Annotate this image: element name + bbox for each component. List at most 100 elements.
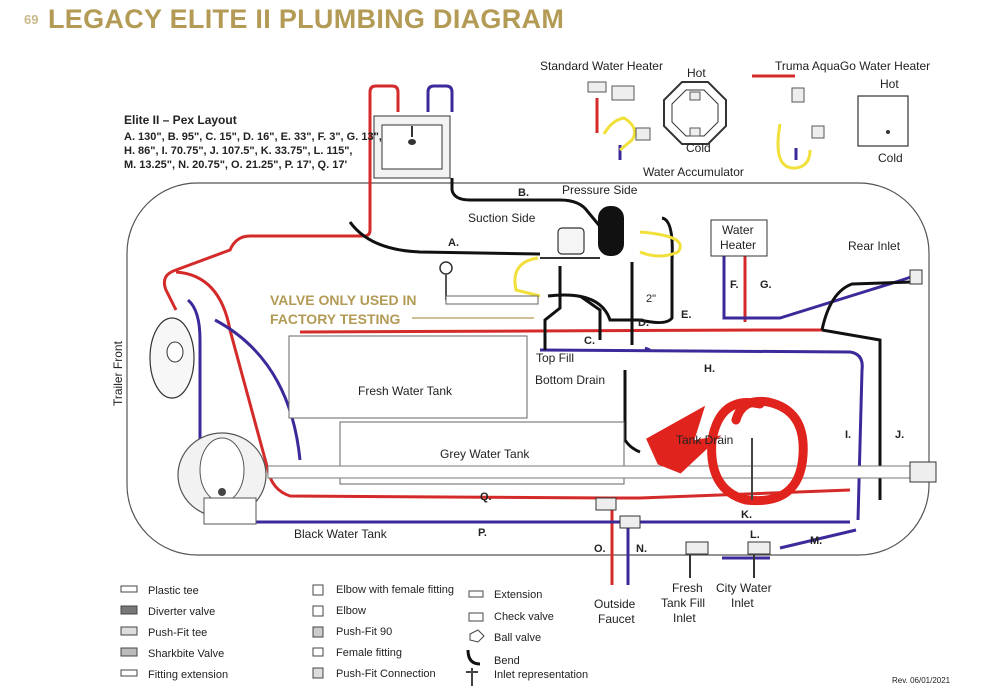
water-heater-label-2: Heater: [720, 238, 756, 252]
factory-test-valve: [439, 261, 539, 305]
fresh-tank-label: Fresh Water Tank: [358, 384, 453, 398]
diverter-valve-icon: [120, 605, 138, 615]
line-label-e: E.: [681, 309, 691, 321]
truma-hot-label: Hot: [880, 77, 899, 91]
fresh-fill-inlet-fitting: [685, 541, 709, 555]
water-accumulator-tank: [598, 206, 624, 256]
line-label-l: L.: [750, 529, 760, 541]
water-pump: [540, 227, 600, 259]
standard-water-heater-label: Standard Water Heater: [540, 59, 663, 73]
truma-water-heater-label: Truma AquaGo Water Heater: [775, 59, 930, 73]
trailer-front-label: Trailer Front: [111, 340, 125, 406]
pressure-side-label: Pressure Side: [562, 183, 638, 197]
city-inlet-label-1: City Water: [716, 581, 772, 595]
black-tank-label: Black Water Tank: [294, 527, 388, 541]
revision-label: Rev. 06/01/2021: [892, 676, 951, 685]
legend-check-valve: Check valve: [494, 611, 554, 623]
truma-heater-box: [791, 87, 909, 147]
two-inch-label: 2": [646, 293, 656, 305]
line-label-j: J.: [895, 429, 904, 441]
legend-plastic-tee: Plastic tee: [148, 585, 199, 597]
check-valve-icon: [468, 612, 484, 622]
line-label-p: P.: [478, 527, 487, 539]
pex-layout-line-2: H. 86", I. 70.75", J. 107.5", K. 33.75",…: [124, 145, 353, 157]
grey-tank-label: Grey Water Tank: [440, 447, 530, 461]
black-lines: [348, 178, 913, 500]
drain-outlet: [909, 461, 937, 483]
legend-female-fitting: Female fitting: [336, 647, 402, 659]
line-label-q: Q.: [480, 491, 492, 503]
truma-cold-label: Cold: [878, 151, 903, 165]
rear-inlet-fitting: [909, 269, 923, 285]
yellow-lines: [513, 116, 812, 298]
valve-note-line-1: VALVE ONLY USED IN: [270, 292, 417, 308]
line-letter-labels: A. B. C. D. E. F. G. H. I. J. K. L. M. N…: [448, 187, 904, 555]
page-title: LEGACY ELITE II PLUMBING DIAGRAM: [48, 4, 565, 34]
outside-faucet-label-2: Faucet: [598, 612, 635, 626]
suction-side-label: Suction Side: [468, 211, 536, 225]
fitting-extension-icon: [120, 669, 138, 677]
line-label-h: H.: [704, 363, 715, 375]
toilet: [149, 317, 195, 399]
pex-layout-line-1: A. 130", B. 95", C. 15", D. 16", E. 33",…: [124, 131, 382, 143]
ball-valve-icon: [469, 629, 485, 643]
black-water-tank: [177, 432, 267, 525]
line-label-g: G.: [760, 279, 772, 291]
legend-col-1: Plastic tee Diverter valve Push-Fit tee …: [120, 585, 228, 681]
legend-push-fit-90: Push-Fit 90: [336, 626, 392, 638]
pex-layout-heading: Elite II – Pex Layout: [124, 113, 237, 127]
legend-ball-valve: Ball valve: [494, 632, 541, 644]
line-label-a: A.: [448, 237, 459, 249]
std-hot-label: Hot: [687, 66, 706, 80]
line-label-c: C.: [584, 335, 595, 347]
pex-layout-line-3: M. 13.25", N. 20.75", O. 21.25", P. 17',…: [124, 159, 347, 171]
line-label-o: O.: [594, 543, 606, 555]
legend: Plastic tee Diverter valve Push-Fit tee …: [120, 584, 588, 686]
legend-col-3: Extension Check valve Ball valve Bend In…: [466, 589, 588, 686]
city-inlet-label-2: Inlet: [731, 596, 754, 610]
legend-bend: Bend: [494, 655, 520, 667]
line-label-i: I.: [845, 429, 851, 441]
page-number: 69: [24, 12, 39, 27]
trailer-outline: [126, 182, 930, 556]
legend-extension: Extension: [494, 589, 542, 601]
outside-faucet-tee-2: [619, 515, 641, 529]
push-fit-tee-icon: [120, 626, 138, 636]
water-heater-box: [710, 219, 768, 257]
tank-drain-label: Tank Drain: [676, 433, 733, 447]
std-cold-label: Cold: [686, 141, 711, 155]
water-accumulator-label: Water Accumulator: [643, 165, 744, 179]
line-label-m: M.: [810, 535, 822, 547]
line-label-d: D.: [638, 317, 649, 329]
fresh-fill-label-1: Fresh: [672, 581, 703, 595]
fresh-fill-label-2: Tank Fill: [661, 596, 705, 610]
legend-elbow-female: Elbow with female fitting: [336, 584, 454, 596]
water-heater-label-1: Water: [722, 223, 754, 237]
sharkbite-valve-icon: [120, 647, 138, 657]
line-label-n: N.: [636, 543, 647, 555]
city-inlet-fitting: [747, 541, 771, 555]
heater-octagon: [663, 81, 727, 145]
legend-elbow: Elbow: [336, 605, 366, 617]
plastic-tee-icon: [120, 585, 138, 593]
valve-note-line-2: FACTORY TESTING: [270, 311, 401, 327]
line-label-f: F.: [730, 279, 739, 291]
outside-faucet-tee: [595, 497, 617, 511]
legend-col-2: Elbow with female fitting Elbow Push-Fit…: [312, 584, 454, 680]
bottom-drain-label: Bottom Drain: [535, 373, 605, 387]
push-fit-90-icon: [312, 626, 324, 638]
line-label-b: B.: [518, 187, 529, 199]
sink: [373, 115, 451, 179]
red-annotation: [646, 396, 808, 506]
female-fitting-icon: [312, 647, 324, 657]
extension-icon: [468, 590, 484, 598]
legend-push-fit-connection: Push-Fit Connection: [336, 668, 436, 680]
fresh-water-tank: [288, 335, 528, 419]
rear-inlet-label: Rear Inlet: [848, 239, 901, 253]
line-label-k: K.: [741, 509, 752, 521]
top-fill-label: Top Fill: [536, 351, 574, 365]
legend-sharkbite-valve: Sharkbite Valve: [148, 648, 224, 660]
legend-inlet-representation: Inlet representation: [494, 669, 588, 681]
elbow-icon: [312, 605, 324, 617]
